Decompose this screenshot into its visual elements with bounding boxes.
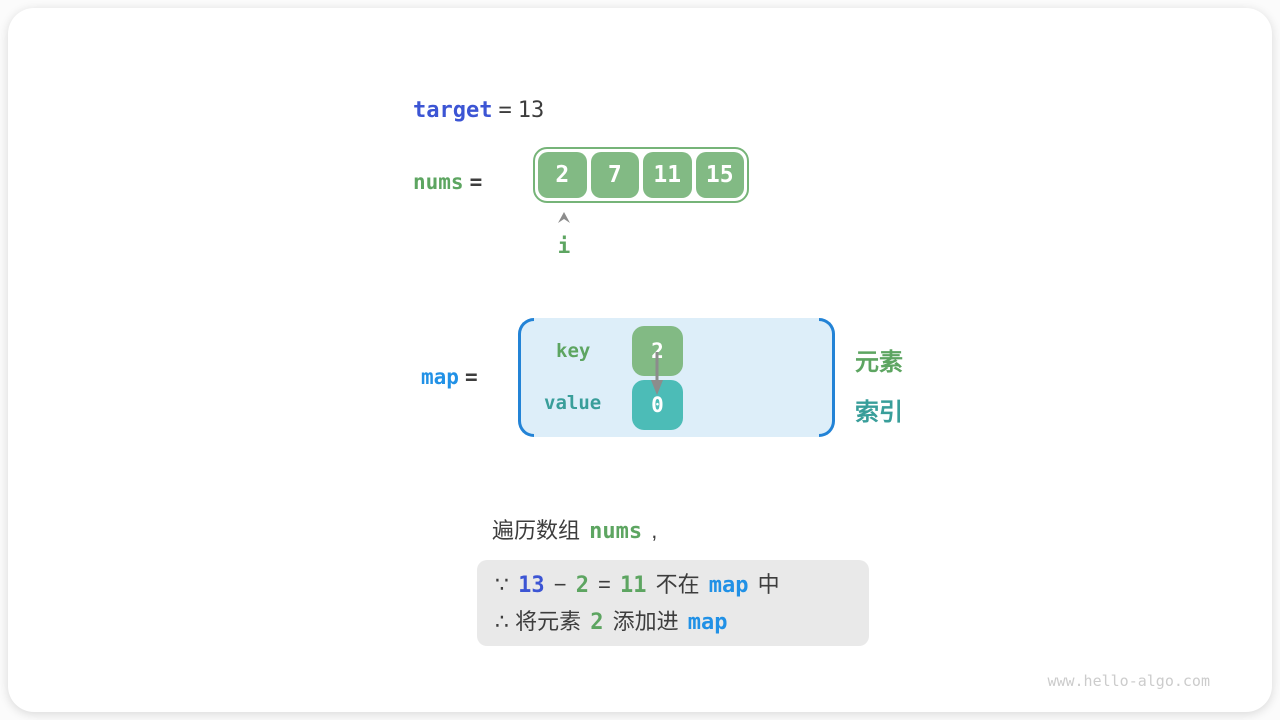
array-cell: 7 (590, 152, 639, 198)
nums-array: 2 7 11 15 (533, 147, 749, 203)
array-cell: 15 (695, 152, 744, 198)
map-bracket-left (518, 318, 534, 437)
key-to-value-arrow-icon (651, 352, 663, 395)
array-cell: 2 (538, 152, 587, 198)
note-line-therefore: ∴ 将元素 2 添加进 map (495, 609, 728, 635)
target-value: 13 (517, 98, 545, 123)
nums-equals: = (469, 170, 483, 194)
map-keyword: map (421, 365, 459, 389)
legend-index-label: 索引 (855, 399, 903, 426)
map-bracket-right (819, 318, 835, 437)
traverse-caption: 遍历数组 nums , (492, 518, 658, 544)
nums-keyword: nums (413, 170, 464, 194)
note-line-because: ∵ 13 − 2 = 11 不在 map 中 (495, 572, 780, 598)
target-keyword: target (413, 98, 493, 123)
legend-element-label: 元素 (855, 349, 903, 376)
watermark: www.hello-algo.com (1047, 672, 1210, 690)
target-equals: = (498, 98, 512, 123)
figure-card: target=13 nums= 2 7 11 15 i map= key val… (8, 8, 1272, 712)
index-pointer-label: i (557, 234, 571, 258)
map-box: key value 2 0 (518, 318, 835, 437)
index-arrow-up-icon (558, 212, 570, 223)
nums-line: nums= (413, 168, 488, 197)
map-value-label: value (544, 392, 602, 414)
array-cell: 11 (643, 152, 692, 198)
target-line: target=13 (413, 96, 544, 125)
map-key-label: key (556, 340, 591, 362)
map-equals: = (464, 365, 478, 389)
map-line: map= (421, 363, 484, 392)
note-box: ∵ 13 − 2 = 11 不在 map 中 ∴ 将元素 2 添加进 map (477, 560, 869, 646)
